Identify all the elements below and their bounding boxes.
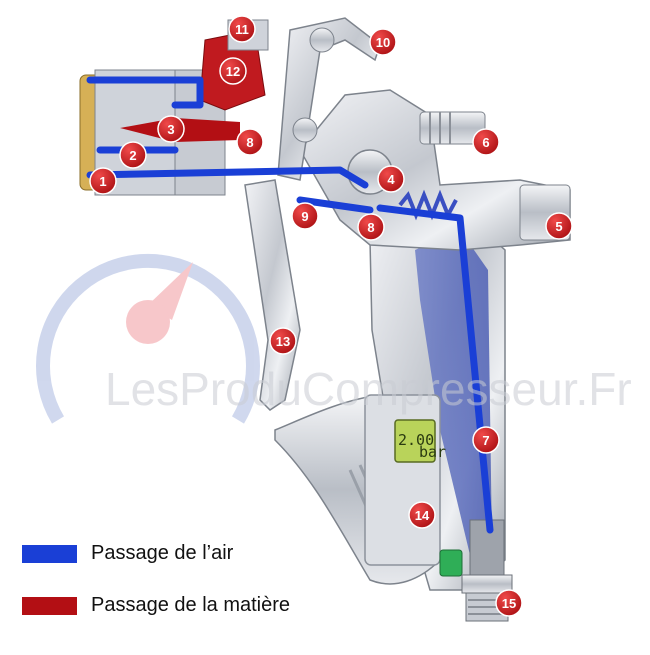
callout-15: 15 bbox=[495, 589, 523, 617]
svg-text:13: 13 bbox=[276, 334, 290, 349]
svg-text:8: 8 bbox=[367, 220, 374, 235]
legend-air: Passage de l’air bbox=[22, 542, 233, 565]
svg-text:9: 9 bbox=[301, 209, 308, 224]
svg-text:1: 1 bbox=[99, 174, 106, 189]
svg-text:3: 3 bbox=[167, 122, 174, 137]
svg-text:5: 5 bbox=[555, 219, 562, 234]
callout-3: 3 bbox=[157, 115, 185, 143]
svg-text:10: 10 bbox=[376, 35, 390, 50]
lcd-unit: bar bbox=[419, 443, 446, 461]
lcd-reading: 2.00 bbox=[398, 431, 434, 449]
watermark: LesProduCompresseur.Fr bbox=[105, 363, 632, 415]
legend-air-swatch bbox=[22, 544, 77, 563]
watermark-gauge-logo bbox=[36, 253, 260, 424]
callout-4: 4 bbox=[377, 165, 405, 193]
callout-2: 2 bbox=[119, 141, 147, 169]
callout-10: 10 bbox=[369, 28, 397, 56]
callout-badges: 1 2 3 4 5 6 7 8 8 9 10 11 12 13 14 15 bbox=[89, 15, 573, 617]
callout-11: 11 bbox=[228, 15, 256, 43]
green-valve-button[interactable] bbox=[439, 549, 463, 577]
svg-text:7: 7 bbox=[482, 433, 489, 448]
legend-material-swatch bbox=[22, 596, 77, 615]
svg-text:4: 4 bbox=[387, 172, 395, 187]
svg-text:6: 6 bbox=[482, 135, 489, 150]
callout-8-lower: 8 bbox=[357, 213, 385, 241]
callout-12: 12 bbox=[219, 57, 247, 85]
callout-13: 13 bbox=[269, 327, 297, 355]
svg-text:12: 12 bbox=[226, 64, 240, 79]
svg-text:15: 15 bbox=[502, 596, 516, 611]
callout-5: 5 bbox=[545, 212, 573, 240]
callout-6: 6 bbox=[472, 128, 500, 156]
legend-material-label: Passage de la matière bbox=[91, 594, 291, 616]
callout-8-upper: 8 bbox=[236, 128, 264, 156]
callout-14: 14 bbox=[408, 501, 436, 529]
svg-text:8: 8 bbox=[246, 135, 253, 150]
legend-material: Passage de la matière bbox=[22, 594, 290, 617]
pressure-lcd bbox=[394, 419, 436, 463]
air-passage bbox=[86, 76, 494, 534]
callout-9: 9 bbox=[291, 202, 319, 230]
svg-text:14: 14 bbox=[415, 508, 430, 523]
svg-text:2: 2 bbox=[129, 148, 136, 163]
legend-air-label: Passage de l’air bbox=[91, 542, 234, 564]
callout-1: 1 bbox=[89, 167, 117, 195]
gun-body: 2.00 bar bbox=[244, 17, 571, 622]
callout-7: 7 bbox=[472, 426, 500, 454]
svg-text:11: 11 bbox=[235, 22, 249, 37]
